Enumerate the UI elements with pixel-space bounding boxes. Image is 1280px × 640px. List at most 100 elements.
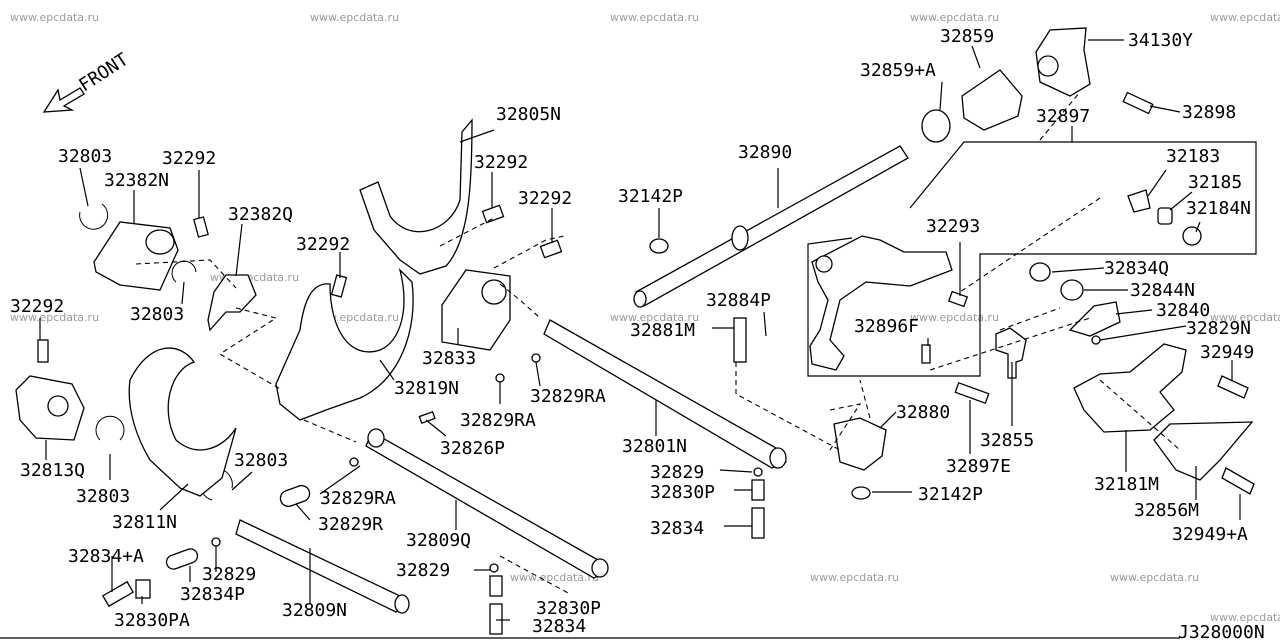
part-label-32834q[interactable]: 32834Q [1104,258,1169,279]
part-label-32801n[interactable]: 32801N [622,436,687,457]
part-label-32292[interactable]: 32292 [474,152,528,173]
pin-32896f-shape [921,344,931,364]
bush-32834q-shape [1029,262,1051,282]
part-label-32830p[interactable]: 32830P [536,598,601,619]
part-label-32292[interactable]: 32292 [162,148,216,169]
part-label-32834[interactable]: 32834 [650,518,704,539]
part-label-32293[interactable]: 32293 [926,216,980,237]
bolt-32949-shape [1217,375,1249,399]
watermark: www.epcdata.ru [910,11,999,24]
lever-34130y-bore [1037,55,1059,77]
part-label-32803[interactable]: 32803 [76,486,130,507]
plug-32142p-shape [851,486,871,500]
part-label-32829ra[interactable]: 32829RA [460,410,536,431]
part-label-32844n[interactable]: 32844N [1130,280,1195,301]
ball-32829n-shape [1091,335,1101,345]
part-label-32292[interactable]: 32292 [10,296,64,317]
watermark: www.epcdata.ru [10,11,99,24]
part-label-32292[interactable]: 32292 [296,234,350,255]
part-label-32183[interactable]: 32183 [1166,146,1220,167]
watermark: www.epcdata.ru [10,311,99,324]
watermark: www.epcdata.ru [310,11,399,24]
part-label-32897e[interactable]: 32897E [946,456,1011,477]
spring-32830p-shape [751,479,765,501]
snap-ring-shape [79,203,109,230]
part-label-32809n[interactable]: 32809N [282,600,347,621]
diagram-code: J328000N [1178,622,1265,640]
pin-shape [539,239,563,259]
plate-32181m-shape [1073,343,1187,433]
shaft-32801n-end [769,447,787,469]
bracket-32382q-shape [207,274,257,332]
part-label-32833[interactable]: 32833 [422,348,476,369]
part-label-32829[interactable]: 32829 [650,462,704,483]
part-label-32896f[interactable]: 32896F [854,316,919,337]
part-label-32382q[interactable]: 32382Q [228,204,293,225]
part-label-32809q[interactable]: 32809Q [406,530,471,551]
watermark: www.epcdata.ru [1210,311,1280,324]
part-label-32181m[interactable]: 32181M [1094,474,1159,495]
part-label-32884p[interactable]: 32884P [706,290,771,311]
ball-32829-shape [753,467,763,477]
part-label-32829ra[interactable]: 32829RA [530,386,606,407]
part-label-32829ra[interactable]: 32829RA [320,488,396,509]
watermark: www.epcdata.ru [610,11,699,24]
fork-32811n-shape [128,347,237,497]
part-label-32813q[interactable]: 32813Q [20,460,85,481]
watermark: www.epcdata.ru [810,571,899,584]
part-label-32826p[interactable]: 32826P [440,438,505,459]
part-label-32185[interactable]: 32185 [1188,172,1242,193]
part-label-32859[interactable]: 32859 [940,26,994,47]
part-labels: 32803 32382N 32292 32382Q 32803 32292 32… [10,26,1254,637]
part-label-32803[interactable]: 32803 [234,450,288,471]
part-label-32834[interactable]: 32834 [532,616,586,637]
part-label-32898[interactable]: 32898 [1182,102,1236,123]
watermark: www.epcdata.ru [510,571,599,584]
part-label-32897[interactable]: 32897 [1036,106,1090,127]
part-label-32811n[interactable]: 32811N [112,512,177,533]
part-label-32292[interactable]: 32292 [518,188,572,209]
part-label-32830p[interactable]: 32830P [650,482,715,503]
part-label-32881m[interactable]: 32881M [630,320,695,341]
part-label-32184n[interactable]: 32184N [1186,198,1251,219]
part-label-32829n[interactable]: 32829N [1186,318,1251,339]
part-label-32834a[interactable]: 32834+A [68,546,144,567]
part-label-32890[interactable]: 32890 [738,142,792,163]
plug-32142p-shape [649,238,669,254]
part-label-34130y[interactable]: 34130Y [1128,30,1193,51]
part-32840-shape [1068,301,1121,337]
part-32184n-shape [1182,226,1202,246]
assembly-lines [135,91,1181,595]
part-label-32382n[interactable]: 32382N [104,170,169,191]
part-label-32142p[interactable]: 32142P [918,484,983,505]
part-label-32803[interactable]: 32803 [58,146,112,167]
part-label-32819n[interactable]: 32819N [394,378,459,399]
pin-32826p-shape [418,410,436,424]
snap-ring-shape [171,260,197,283]
ball-32829-shape [211,537,221,547]
pin-32897e-shape [954,381,990,405]
part-label-32880[interactable]: 32880 [896,402,950,423]
part-label-32803[interactable]: 32803 [130,304,184,325]
part-label-32856m[interactable]: 32856M [1134,500,1199,521]
part-label-32949a[interactable]: 32949+A [1172,524,1248,545]
part-label-32840[interactable]: 32840 [1156,300,1210,321]
part-label-32859a[interactable]: 32859+A [860,60,936,81]
bolt-32834-shape [751,507,765,539]
snap-ring-shape [95,415,125,441]
part-label-32829r[interactable]: 32829R [318,514,383,535]
part-label-32834p[interactable]: 32834P [180,584,245,605]
part-label-32805n[interactable]: 32805N [496,104,561,125]
bolt-32949a-shape [1221,467,1255,495]
part-label-32142p[interactable]: 32142P [618,186,683,207]
fork-32819n-shape [275,267,414,421]
part-label-32855[interactable]: 32855 [980,430,1034,451]
pin-32293-shape [947,290,969,308]
pin-32898-shape [1122,91,1154,115]
part-label-32949[interactable]: 32949 [1200,342,1254,363]
part-label-32829[interactable]: 32829 [396,560,450,581]
part-label-32830pa[interactable]: 32830PA [114,610,190,631]
part-label-32829[interactable]: 32829 [202,564,256,585]
pin-shape [37,339,49,363]
